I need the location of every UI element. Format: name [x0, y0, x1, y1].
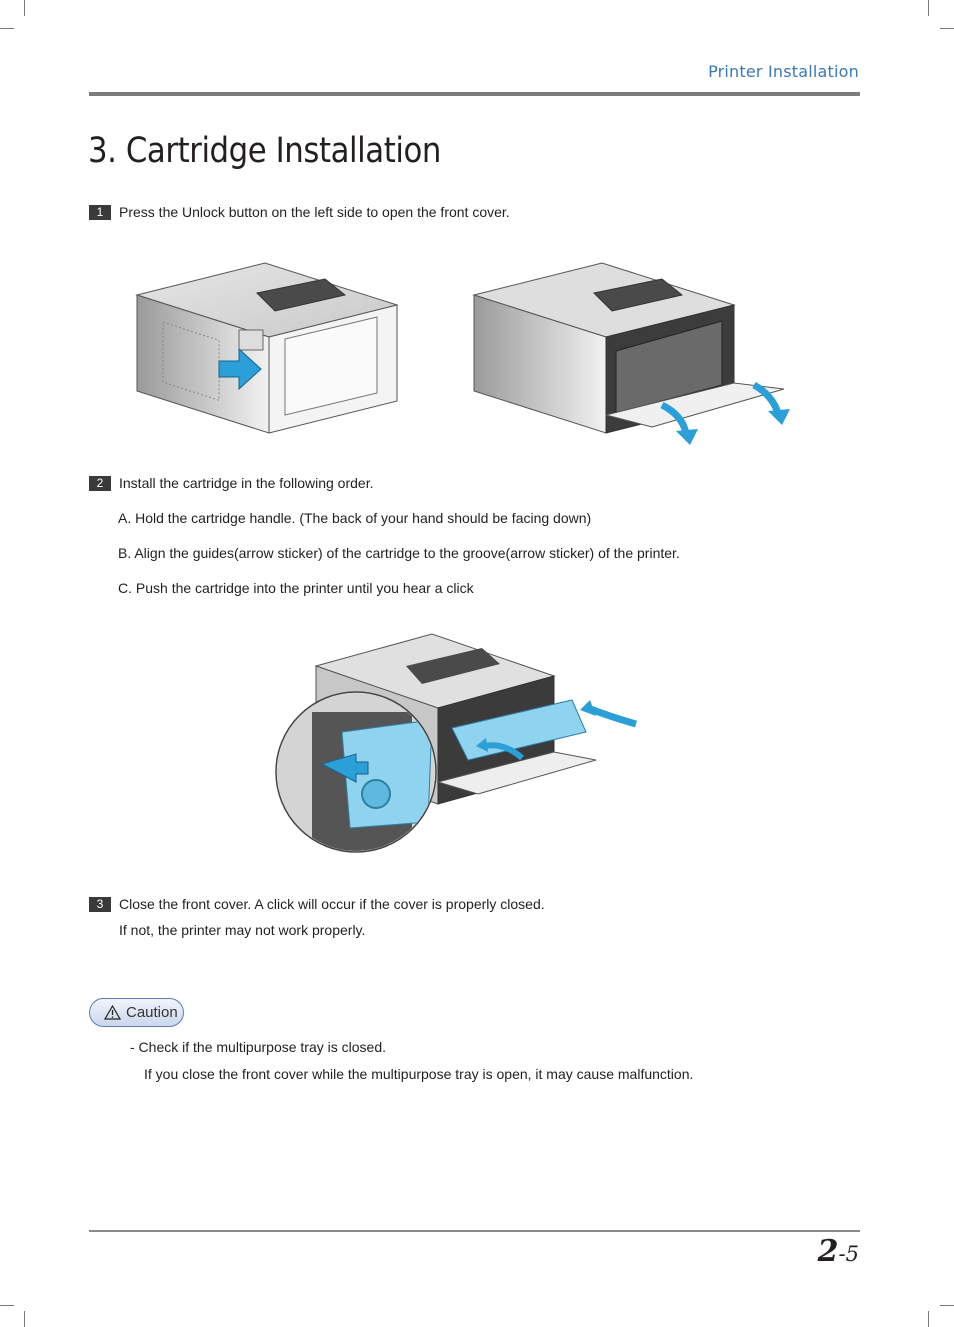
- header-rule: [89, 92, 860, 96]
- crop-mark: [0, 1305, 14, 1306]
- open-cover-arrow-icon: [660, 401, 690, 434]
- printer-open-cover-illustration: [472, 262, 790, 445]
- step-2-badge: 2: [89, 476, 111, 491]
- page-suffix: -5: [838, 1242, 859, 1266]
- printer-closed-illustration: [135, 262, 399, 434]
- step-3-line-1: Close the front cover. A click will occu…: [119, 896, 545, 912]
- substep-a: A. Hold the cartridge handle. (The back …: [118, 510, 592, 526]
- section-header: Printer Installation: [708, 62, 859, 81]
- caution-label: Caution: [126, 1004, 178, 1021]
- crop-mark: [928, 0, 929, 16]
- substep-c: C. Push the cartridge into the printer u…: [118, 580, 474, 596]
- step-2-text: Install the cartridge in the following o…: [119, 475, 374, 491]
- caution-badge: Caution: [89, 998, 184, 1027]
- unlock-arrow-icon: [218, 347, 262, 391]
- crop-mark: [940, 28, 954, 29]
- step-3-line-2: If not, the printer may not work properl…: [119, 922, 366, 938]
- chapter-number: 2: [817, 1234, 839, 1269]
- page-number: 2-5: [818, 1234, 859, 1269]
- footer-rule: [89, 1230, 860, 1232]
- warning-triangle-icon: [104, 1005, 121, 1020]
- push-arrow-icon: [586, 704, 637, 728]
- crop-mark: [24, 0, 25, 16]
- caution-item-1: - Check if the multipurpose tray is clos…: [130, 1039, 386, 1055]
- step-1-badge: 1: [89, 205, 111, 220]
- open-cover-arrow-icon: [752, 381, 782, 415]
- page-title: 3. Cartridge Installation: [88, 131, 441, 171]
- cartridge-insertion-illustration: [275, 633, 637, 853]
- substep-b: B. Align the guides(arrow sticker) of th…: [118, 545, 680, 561]
- crop-mark: [24, 1311, 25, 1327]
- crop-mark: [940, 1305, 954, 1306]
- step-3-badge: 3: [89, 897, 111, 912]
- caution-item-2: If you close the front cover while the m…: [144, 1066, 694, 1082]
- crop-mark: [928, 1311, 929, 1327]
- crop-mark: [0, 28, 14, 29]
- step-1-text: Press the Unlock button on the left side…: [119, 204, 510, 220]
